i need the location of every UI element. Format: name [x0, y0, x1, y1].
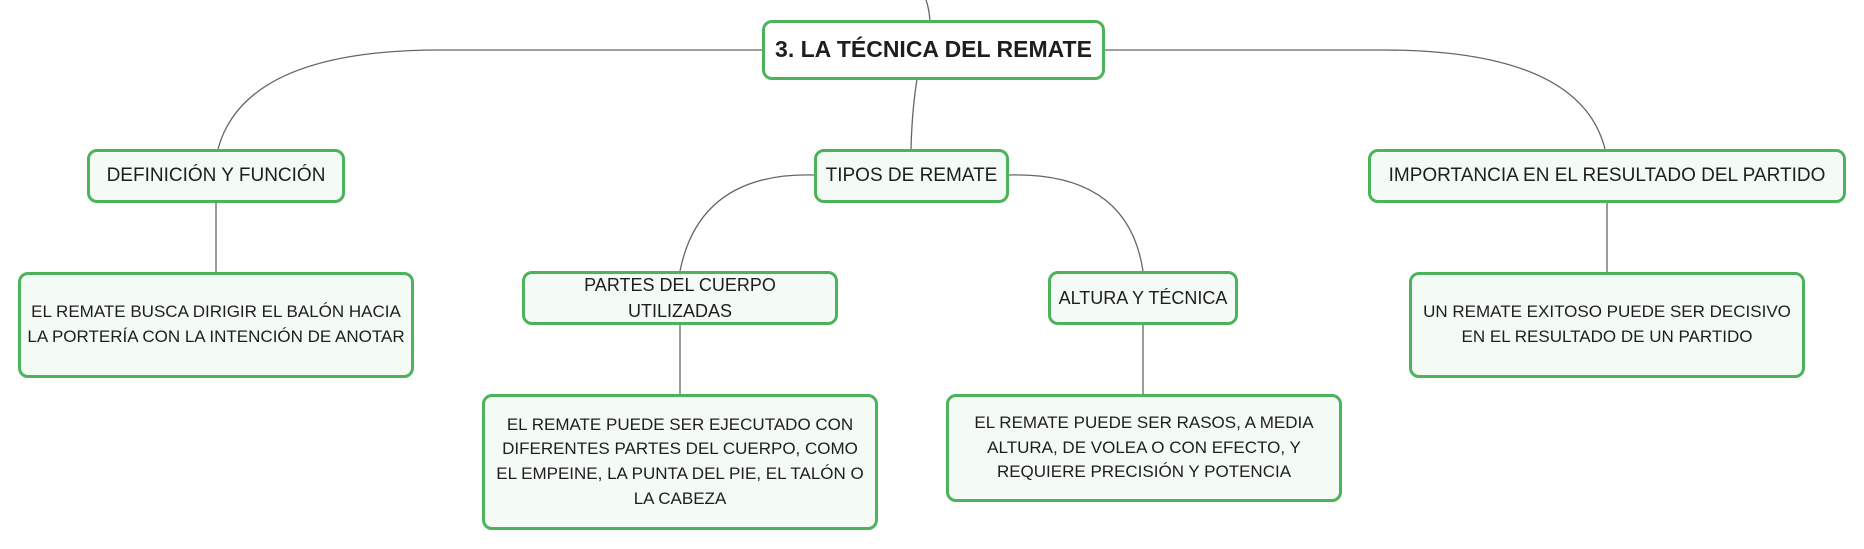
connector-root-to-tipos [910, 78, 918, 150]
subtopic-partes-label: PARTES DEL CUERPO UTILIZADAS [584, 274, 776, 321]
topic-importancia[interactable]: IMPORTANCIA EN EL RESULTADO DEL PARTIDO [1368, 149, 1846, 203]
subtopic-altura-label: ALTURA Y TÉCNICA [1058, 287, 1228, 308]
connector-from-parent [925, 0, 931, 22]
topic-tipos[interactable]: TIPOS DE REMATE [814, 149, 1009, 203]
topic-definicion-label: DEFINICIÓN Y FUNCIÓN [106, 165, 326, 187]
partes-detail[interactable]: EL REMATE PUEDE SER EJECUTADO CON DIFERE… [482, 394, 878, 530]
topic-importancia-label: IMPORTANCIA EN EL RESULTADO DEL PARTIDO [1388, 165, 1826, 187]
importancia-detail[interactable]: UN REMATE EXITOSO PUEDE SER DECISIVO EN … [1409, 272, 1805, 378]
connector-root-to-definicion [217, 49, 762, 150]
connector-tipos-to-partes [679, 174, 815, 272]
subtopic-partes[interactable]: PARTES DEL CUERPO UTILIZADAS [522, 271, 838, 325]
importancia-detail-text: UN REMATE EXITOSO PUEDE SER DECISIVO EN … [1423, 302, 1791, 346]
definicion-detail-text: EL REMATE BUSCA DIRIGIR EL BALÓN HACIA L… [27, 302, 405, 346]
central-topic-label: 3. LA TÉCNICA DEL REMATE [775, 36, 1092, 63]
altura-detail[interactable]: EL REMATE PUEDE SER RASOS, A MEDIA ALTUR… [946, 394, 1342, 502]
altura-detail-text: EL REMATE PUEDE SER RASOS, A MEDIA ALTUR… [974, 413, 1314, 482]
central-topic[interactable]: 3. LA TÉCNICA DEL REMATE [762, 20, 1105, 80]
definicion-detail[interactable]: EL REMATE BUSCA DIRIGIR EL BALÓN HACIA L… [18, 272, 414, 378]
topic-definicion[interactable]: DEFINICIÓN Y FUNCIÓN [87, 149, 345, 203]
partes-detail-text: EL REMATE PUEDE SER EJECUTADO CON DIFERE… [496, 414, 864, 508]
topic-tipos-label: TIPOS DE REMATE [825, 165, 998, 187]
connector-tipos-to-altura [1008, 174, 1144, 272]
subtopic-altura[interactable]: ALTURA Y TÉCNICA [1048, 271, 1238, 325]
connector-root-to-importancia [1105, 49, 1606, 150]
